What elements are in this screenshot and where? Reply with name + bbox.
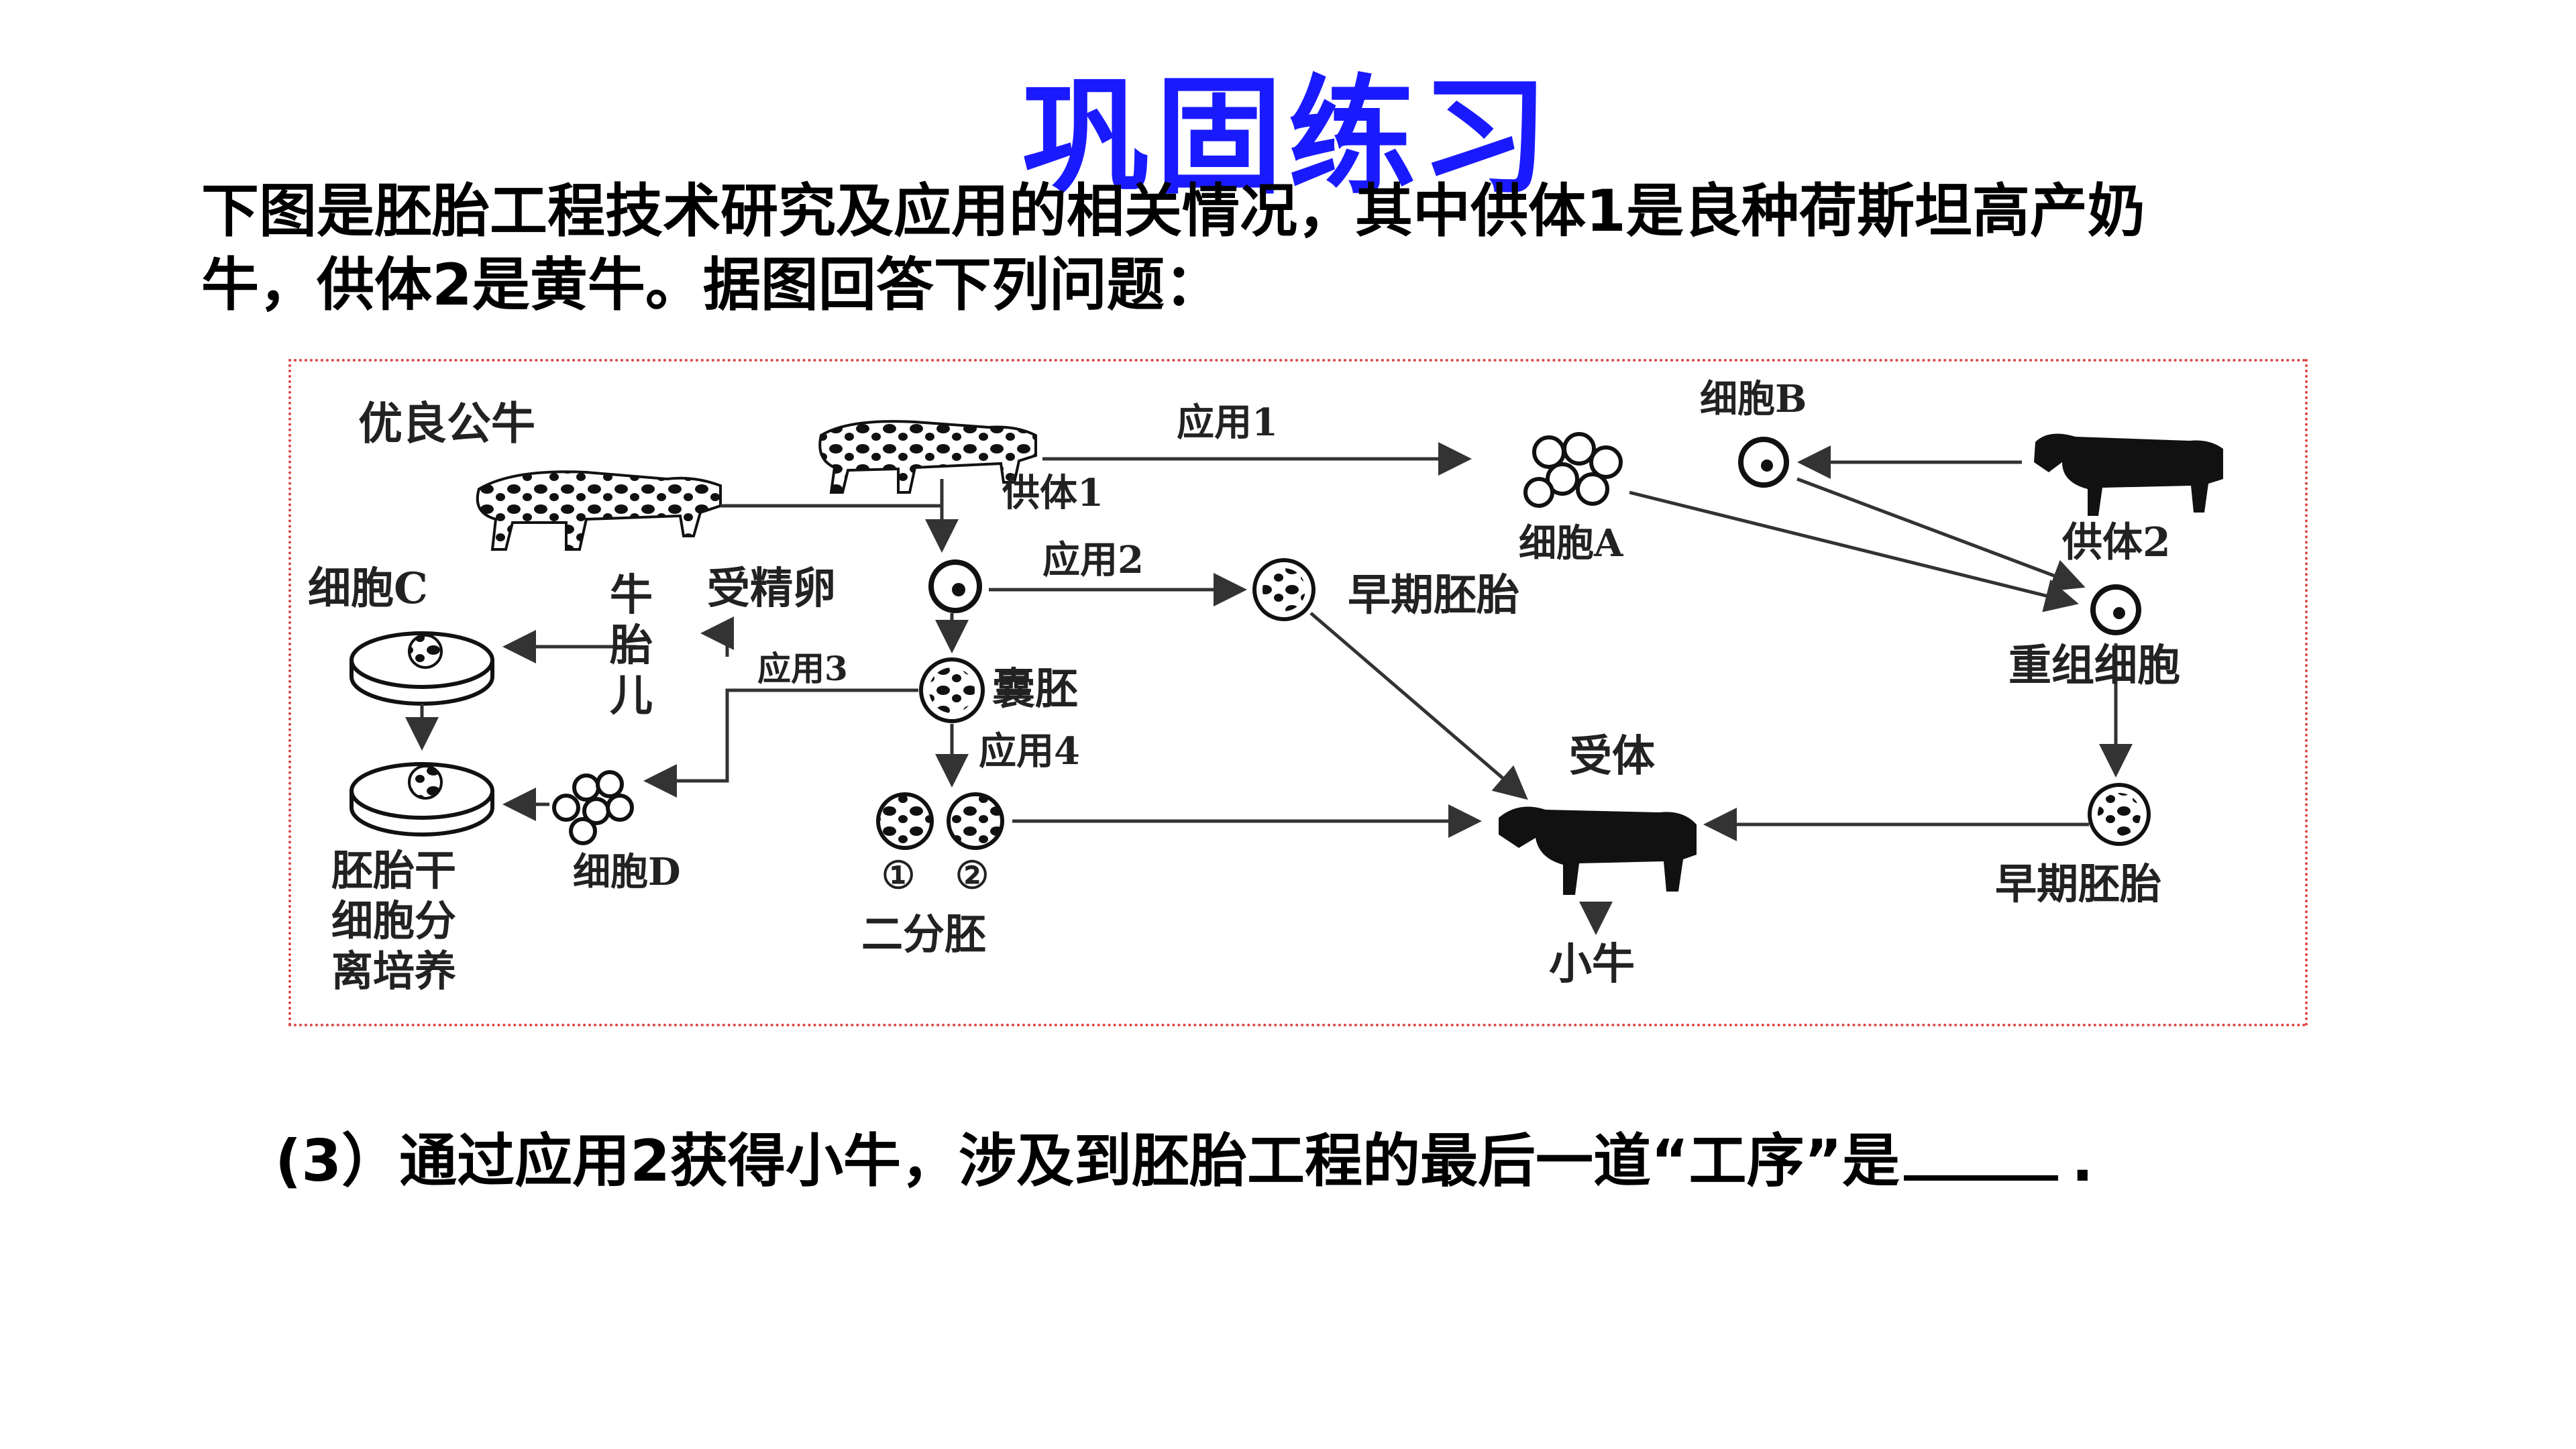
superior-bull-icon — [476, 470, 722, 551]
label-split-embryo: 二分胚 — [861, 910, 986, 959]
split-embryo-icon — [876, 792, 1004, 850]
cell-b-icon — [1738, 437, 1789, 488]
arrow-to-fetus — [700, 616, 734, 657]
blastocyst-icon — [919, 657, 985, 723]
label-application1: 应用1 — [1177, 400, 1278, 445]
diagram-frame: 优良公牛 供体1 应用1 细胞B 细胞A 供体2 细胞C 牛 胎 儿 受精卵 应… — [288, 359, 2308, 1026]
recombinant-cell-icon — [2090, 584, 2141, 635]
recipient-cow-icon — [1499, 806, 1697, 895]
fertilized-egg-icon — [928, 559, 982, 613]
label-fertilized-egg: 受精卵 — [707, 564, 836, 614]
donor2-cow-icon — [2034, 433, 2223, 516]
answer-blank[interactable] — [1904, 1128, 2059, 1181]
label-early-embryo-1: 早期胚胎 — [1348, 570, 1519, 621]
label-application2: 应用2 — [1042, 538, 1144, 582]
early-embryo1-icon — [1252, 558, 1316, 621]
label-fetus-2: 胎 — [610, 621, 653, 671]
slide-title: 巩固练习 — [1022, 63, 1554, 211]
label-split-2: ② — [955, 853, 989, 898]
arrow-cell-b-to-recombinant — [1796, 477, 2086, 592]
donor1-cow-icon — [818, 420, 1037, 494]
early-embryo2-icon — [2088, 783, 2151, 846]
label-application3: 应用3 — [757, 649, 848, 688]
label-donor1: 供体1 — [1002, 471, 1104, 515]
label-cell-a: 细胞A — [1519, 521, 1624, 566]
question-text: (3）通过应用2获得小牛，涉及到胚胎工程的最后一道“工序”是 — [275, 1128, 1900, 1195]
label-fetus-3: 儿 — [610, 671, 653, 721]
label-blastocyst: 囊胚 — [992, 664, 1078, 714]
intro-line-2: 牛，供体2是黄牛。据图回答下列问题： — [201, 252, 1222, 319]
cell-a-cluster-icon — [1523, 432, 1623, 508]
label-application4: 应用4 — [979, 729, 1080, 773]
arrow-embryo-to-recipient — [1309, 612, 1528, 800]
label-stem-cell-culture-2: 细胞分 — [331, 896, 456, 945]
culture-dish-c-icon — [350, 631, 494, 706]
label-fetus-1: 牛 — [610, 570, 653, 621]
cell-d-cluster-icon — [552, 770, 634, 845]
label-cell-d: 细胞D — [573, 850, 681, 894]
question-period: . — [2072, 1128, 2094, 1195]
label-recombinant-cell: 重组细胞 — [2008, 641, 2180, 691]
label-stem-cell-culture-1: 胚胎干 — [331, 846, 456, 895]
label-donor2: 供体2 — [2062, 519, 2171, 566]
label-superior-bull: 优良公牛 — [358, 397, 535, 449]
diagram-arrows — [405, 442, 2133, 935]
intro-text: 下图是胚胎工程技术研究及应用的相关情况，其中供体1是良种荷斯坦高产奶 牛，供体2… — [201, 174, 2428, 322]
embryo-engineering-diagram: 优良公牛 供体1 应用1 细胞B 细胞A 供体2 细胞C 牛 胎 儿 受精卵 应… — [308, 377, 2223, 996]
arrow-application3-to-cell-d — [643, 688, 918, 798]
question-3: (3）通过应用2获得小牛，涉及到胚胎工程的最后一道“工序”是. — [275, 1114, 2094, 1197]
intro-line-1: 下图是胚胎工程技术研究及应用的相关情况，其中供体1是良种荷斯坦高产奶 — [201, 178, 2145, 245]
label-split-1: ① — [881, 853, 915, 898]
label-cell-b: 细胞B — [1700, 377, 1807, 421]
label-early-embryo-2: 早期胚胎 — [1995, 859, 2161, 908]
arrow-cell-a-to-recombinant — [1629, 490, 2079, 612]
label-cell-c: 细胞C — [308, 564, 428, 614]
label-stem-cell-culture-3: 离培养 — [331, 947, 456, 996]
label-recipient: 受体 — [1569, 731, 1655, 782]
culture-dish-stem-icon — [350, 762, 494, 837]
label-calf: 小牛 — [1549, 939, 1635, 989]
